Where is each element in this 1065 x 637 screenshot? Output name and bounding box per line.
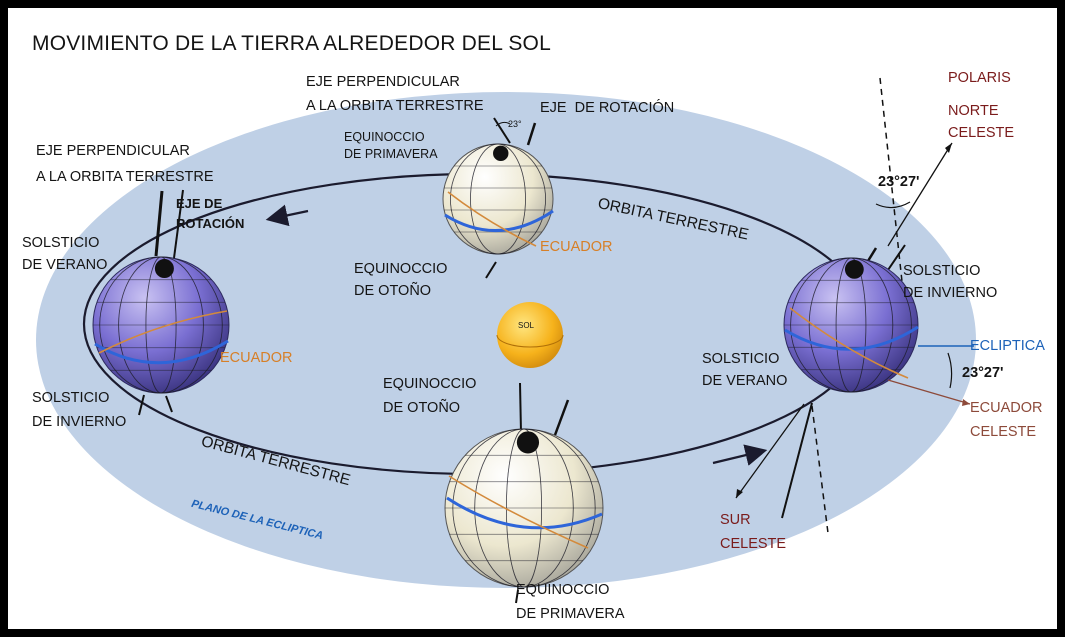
globe-meridian [449,143,546,255]
label-sur-celeste: SUR CELESTE [720,512,787,552]
label-equinoccio-otono-bottom: EQUINOCCIO DE OTOÑO [383,376,477,416]
label-solsticio-invierno-right: SOLSTICIO DE INVIERNO [903,263,998,301]
sun [496,302,564,368]
label-eje-perpendicular-top: EJE PERPENDICULAR A LA ORBITA TERRESTRE [306,74,484,114]
label-solsticio-verano-left: SOLSTICIO DE VERANO [22,235,108,273]
label-angle-23-top: 23° [508,119,522,129]
globe-pole-cap [516,431,540,454]
label-ecuador-top: ECUADOR [540,239,613,255]
diagram-frame: MOVIMIENTO DE LA TIERRA ALREDEDOR DEL SO… [8,8,1057,629]
label-ecuador-left: ECUADOR [220,350,293,366]
globe-pole-cap [154,259,174,279]
orbit-diagram [36,77,976,604]
label-angle-23-27-bottom: 23°27' [962,365,1004,381]
label-ecliptica: ECLIPTICA [970,338,1045,354]
earth-globe-right [735,77,974,534]
axis-angle-arc-top [495,121,511,127]
earth-globe-top [442,117,554,279]
label-polaris: POLARIS [948,70,1011,86]
earth-globe-left [92,189,230,416]
sun-label: SOL [518,321,535,330]
label-equinoccio-otono-top: EQUINOCCIO DE OTOÑO [354,261,448,299]
globe-pole-cap [493,145,509,162]
globe-pole-cap [844,259,864,279]
orbit-arrow-bottom [712,444,768,466]
label-angle-23-27-top: 23°27' [878,174,920,190]
label-equinoccio-primavera-bottom: EQUINOCCIO DE PRIMAVERA [516,582,625,622]
label-solsticio-invierno-left: SOLSTICIO DE INVIERNO [32,390,127,430]
label-norte-celeste: NORTE CELESTE [948,103,1015,141]
orbit-arrow-top [265,204,309,227]
diagram-title: MOVIMIENTO DE LA TIERRA ALREDEDOR DEL SO… [32,32,551,55]
earth-globe-bottom [444,382,604,604]
label-solsticio-verano-right: SOLSTICIO DE VERANO [702,351,788,389]
label-eje-rotacion-top: EJE DE ROTACIÓN [540,100,675,116]
label-ecuador-celeste: ECUADOR CELESTE [970,400,1043,440]
label-eje-rotacion-left: EJE DE ROTACIÓN [176,196,245,231]
label-equinoccio-primavera-top: EQUINOCCIO DE PRIMAVERA [344,130,438,161]
label-eje-perpendicular-left: EJE PERPENDICULAR A LA ORBITA TERRESTRE [36,143,214,185]
